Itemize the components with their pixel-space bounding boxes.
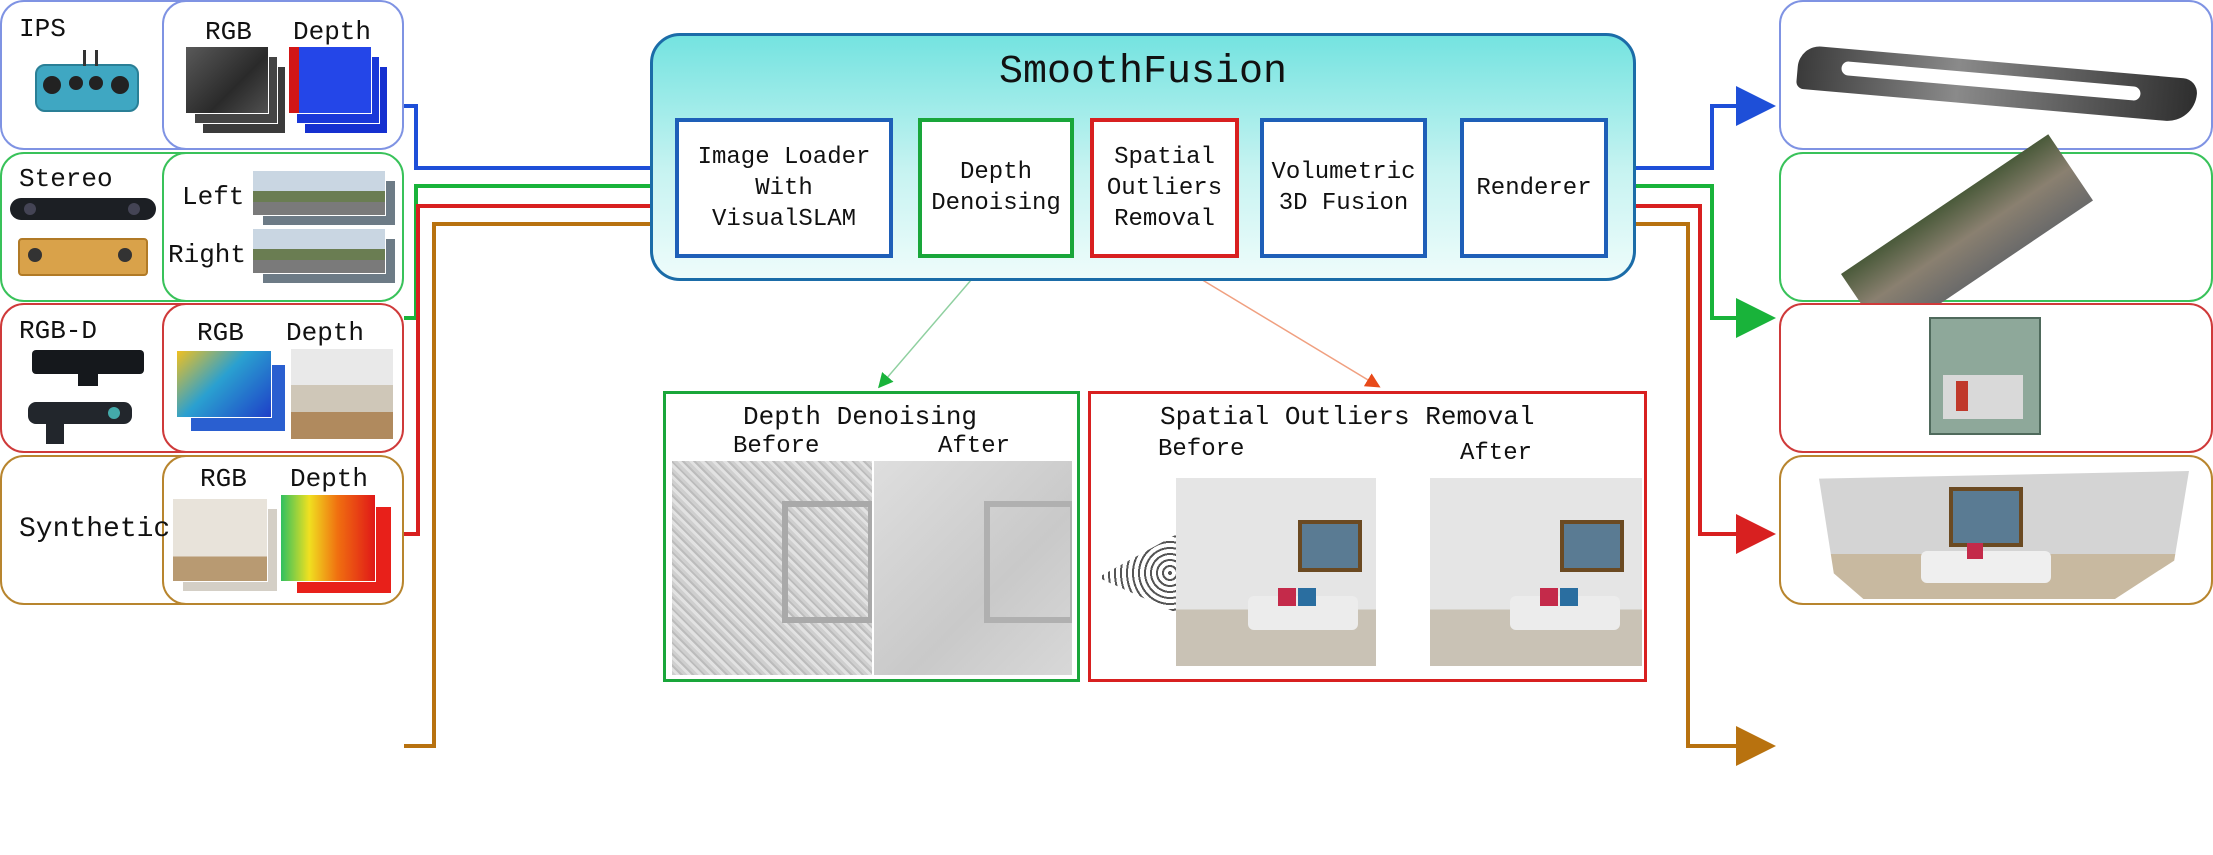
page-title: SmoothFusion xyxy=(998,50,1288,95)
synth-depth-label: Depth xyxy=(290,464,369,494)
stereo-camera-icon xyxy=(18,238,148,276)
stereo-output-line xyxy=(1608,184,1776,338)
ips-rgb-image xyxy=(185,46,269,114)
rgbd-input-line xyxy=(404,204,675,536)
synth-rgb-label: RGB xyxy=(200,464,247,494)
outliers-detail-title: Spatial Outliers Removal xyxy=(1160,402,1535,432)
synth-output-line xyxy=(1608,222,1776,766)
rgbd-rgb-label: RGB xyxy=(197,318,244,348)
sensor-label-stereo: Stereo xyxy=(19,164,113,194)
outliers-before-label: Before xyxy=(1158,436,1245,463)
ips-camera-icon xyxy=(25,50,139,120)
ips-rgb-label: RGB xyxy=(205,17,252,47)
output-box-stereo xyxy=(1779,134,2213,341)
outliers-after-image xyxy=(1430,478,1642,666)
ips-output-line xyxy=(1608,86,1776,170)
denoising-after-label: After xyxy=(938,433,1011,460)
rgbd-depth-label: Depth xyxy=(286,318,365,348)
denoising-before-image xyxy=(672,461,872,675)
module-image-loader: Image Loader With VisualSLAM xyxy=(675,118,893,258)
module-outliers-removal: Spatial Outliers Removal xyxy=(1090,118,1239,258)
outliers-before-image xyxy=(1098,478,1376,666)
output-box-synthetic xyxy=(1779,455,2213,605)
rgbd-rgb-image xyxy=(176,350,272,418)
zed-camera-icon xyxy=(10,198,156,220)
output-box-rgbd xyxy=(1779,303,2213,453)
denoising-after-image xyxy=(874,461,1072,675)
module-volumetric-fusion: Volumetric 3D Fusion xyxy=(1260,118,1427,258)
kinect-icon xyxy=(32,350,144,388)
denoising-before-label: Before xyxy=(733,433,820,460)
ips-depth-label: Depth xyxy=(293,17,372,47)
output-box-ips xyxy=(1779,0,2213,150)
ips-depth-image xyxy=(288,46,372,114)
stereo-right-label: Right xyxy=(168,240,247,270)
synth-depth-image xyxy=(280,494,376,582)
rgbd-output-line xyxy=(1608,204,1776,554)
ips-input-line xyxy=(404,104,675,170)
realsense-icon xyxy=(28,402,132,446)
module-renderer: Renderer xyxy=(1460,118,1608,258)
sensor-label-ips: IPS xyxy=(19,14,66,44)
outliers-after-label: After xyxy=(1460,440,1533,467)
stereo-left-label: Left xyxy=(182,182,245,212)
rgbd-depth-image xyxy=(290,348,394,440)
synth-input-line xyxy=(404,222,675,748)
denoising-detail-title: Depth Denoising xyxy=(743,402,978,432)
sensor-label-synthetic: Synthetic xyxy=(19,514,171,545)
stereo-right-image xyxy=(252,228,386,274)
stereo-left-image xyxy=(252,170,386,216)
synth-rgb-image xyxy=(172,498,268,582)
module-depth-denoising: Depth Denoising xyxy=(918,118,1074,258)
sensor-label-rgbd: RGB-D xyxy=(19,316,98,346)
